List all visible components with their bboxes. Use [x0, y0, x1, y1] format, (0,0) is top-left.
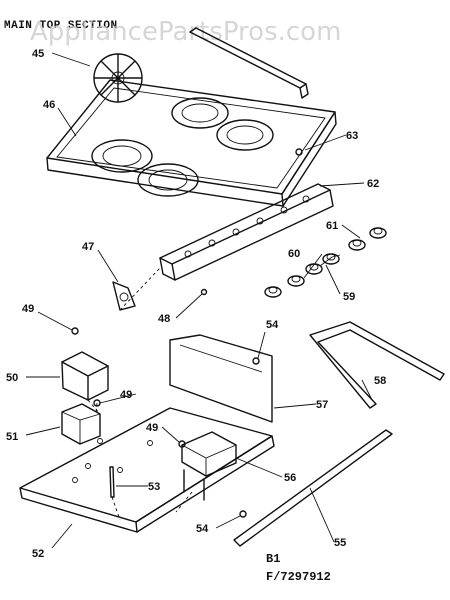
ref-code: B1 — [266, 552, 280, 566]
callout-49-top: 49 — [22, 303, 34, 315]
screw-48 — [200, 288, 208, 296]
callout-54-upper: 54 — [266, 319, 279, 331]
callout-45: 45 — [32, 48, 44, 60]
bracket-56 — [181, 431, 237, 501]
trim-bar-55 — [233, 429, 393, 547]
callout-61: 61 — [326, 220, 338, 232]
mounting-bracket-51 — [61, 403, 101, 445]
assembly-lines — [87, 267, 193, 521]
figure-number: F/7297912 — [266, 570, 331, 584]
knobs-61 — [348, 227, 387, 251]
screw-54-upper — [252, 357, 260, 365]
control-panel-62 — [159, 183, 334, 281]
cooktop-main-top-46 — [46, 79, 337, 207]
callout-48: 48 — [158, 313, 170, 325]
callout-59: 59 — [343, 291, 355, 303]
callout-63: 63 — [346, 130, 358, 142]
screw-54-lower — [239, 510, 247, 518]
callout-46: 46 — [43, 99, 55, 111]
callout-47: 47 — [82, 241, 94, 253]
callout-57: 57 — [316, 399, 328, 411]
trim-strip-top — [189, 27, 309, 99]
bottom-pan-52 — [19, 407, 275, 533]
callout-58: 58 — [374, 375, 386, 387]
screw-63 — [295, 148, 303, 156]
burner-grate-45 — [93, 53, 143, 103]
pin-53 — [109, 466, 115, 498]
bracket-47 — [112, 281, 136, 311]
callout-60: 60 — [288, 248, 300, 260]
callout-49-bottom: 49 — [146, 422, 158, 434]
callout-50: 50 — [6, 372, 18, 384]
callout-53: 53 — [148, 481, 160, 493]
screw-49-top — [71, 327, 79, 335]
section-title: MAIN TOP SECTION — [4, 20, 118, 32]
knobs-60 — [264, 253, 340, 298]
callout-56: 56 — [284, 472, 296, 484]
module-box-50 — [61, 351, 109, 401]
callout-62: 62 — [367, 178, 379, 190]
callout-51: 51 — [6, 431, 18, 443]
callout-49-mid: 49 — [120, 389, 132, 401]
callout-52: 52 — [32, 548, 44, 560]
watermark-text: AppliancePartsPros.com — [30, 17, 341, 47]
side-panel-57 — [169, 334, 273, 423]
callout-54-lower: 54 — [196, 523, 209, 535]
leader-lines — [25, 52, 373, 549]
wire-rod-58 — [309, 321, 445, 409]
callout-55: 55 — [334, 537, 346, 549]
